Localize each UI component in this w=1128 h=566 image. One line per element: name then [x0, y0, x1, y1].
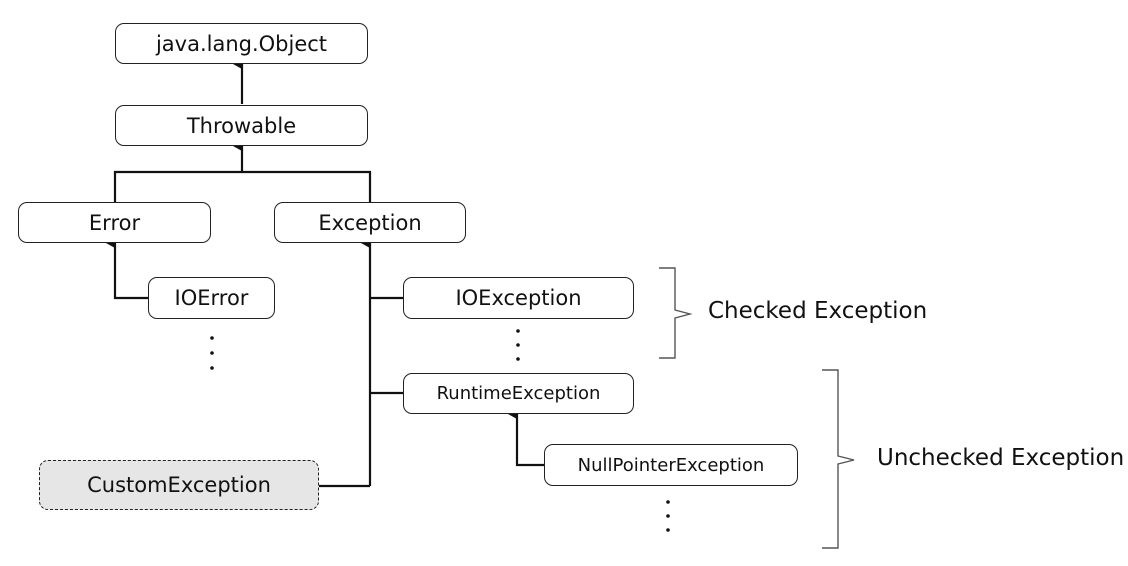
- node-throwable: Throwable: [115, 105, 368, 146]
- node-nullpointer-exception: NullPointerException: [544, 444, 798, 486]
- unchecked-brace: [822, 369, 855, 549]
- node-ioerror: IOError: [148, 277, 275, 319]
- node-runtime-exception: RuntimeException: [403, 373, 634, 414]
- edge-error-exception-throwable: [113, 170, 372, 202]
- edge-nullpointer-runtime: [508, 409, 544, 467]
- checked-brace: [659, 267, 693, 359]
- edge-ioerror-error: [106, 238, 148, 300]
- node-ioexception: IOException: [403, 277, 634, 319]
- checked-exception-label: Checked Exception: [708, 298, 928, 324]
- node-exception: Exception: [274, 202, 466, 243]
- node-object: java.lang.Object: [115, 23, 368, 64]
- node-error: Error: [18, 202, 211, 243]
- node-custom-exception: CustomException: [39, 460, 319, 510]
- unchecked-exception-label: Unchecked Exception: [877, 445, 1125, 471]
